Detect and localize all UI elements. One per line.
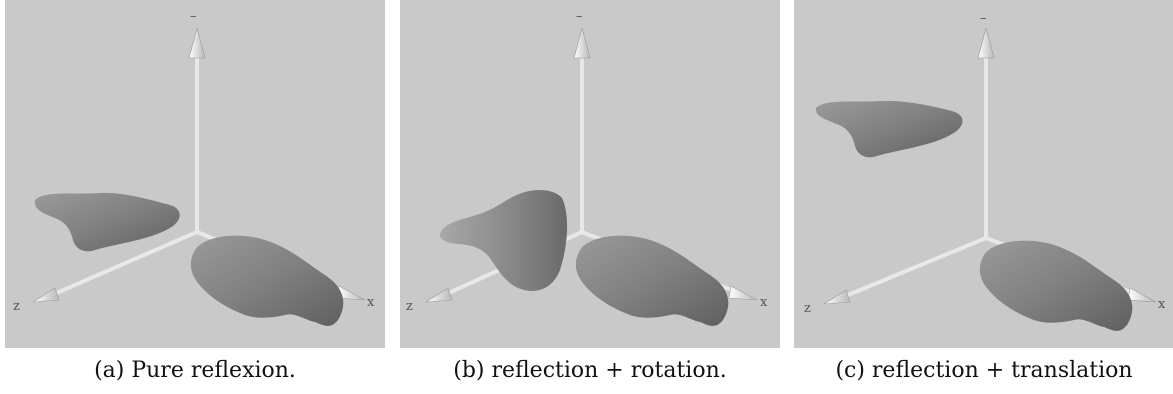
left-arrow-icon <box>823 289 851 305</box>
panel-c-scene: – z x <box>804 11 1166 331</box>
reflected-rotated-shape <box>439 190 568 291</box>
caption-a: (a) Pure reflexion. <box>94 358 296 383</box>
reflected-translated-shape <box>815 100 963 158</box>
up-arrow-icon <box>977 26 995 59</box>
left-arrow-icon <box>32 287 60 303</box>
reflected-shape <box>34 192 180 252</box>
panel-b-image: – z x <box>400 0 780 348</box>
up-axis-label: – <box>980 11 987 26</box>
left-arrow-icon <box>425 287 453 303</box>
left-axis-label: z <box>13 299 20 314</box>
right-axis-label: x <box>367 295 375 310</box>
panel-a-image: – z x <box>5 0 385 348</box>
right-arrow-icon <box>1127 287 1157 303</box>
panel-c-image: – z x <box>794 0 1173 348</box>
original-shape <box>575 235 729 326</box>
original-shape <box>979 240 1133 331</box>
right-axis-label: x <box>760 295 768 310</box>
panel-b-scene: – z x <box>406 9 768 326</box>
up-axis-label: – <box>576 9 583 24</box>
caption-b: (b) reflection + rotation. <box>453 358 727 383</box>
right-arrow-icon <box>728 285 758 301</box>
left-axis-label: z <box>406 299 413 314</box>
caption-c: (c) reflection + translation <box>835 358 1133 383</box>
left-axis-label: z <box>804 301 811 316</box>
up-axis-label: – <box>190 9 197 24</box>
up-arrow-icon <box>188 26 206 59</box>
original-shape <box>190 235 344 326</box>
panel-a-scene: – z x <box>13 9 375 326</box>
up-arrow-icon <box>573 26 591 59</box>
right-axis-label: x <box>1158 297 1166 312</box>
